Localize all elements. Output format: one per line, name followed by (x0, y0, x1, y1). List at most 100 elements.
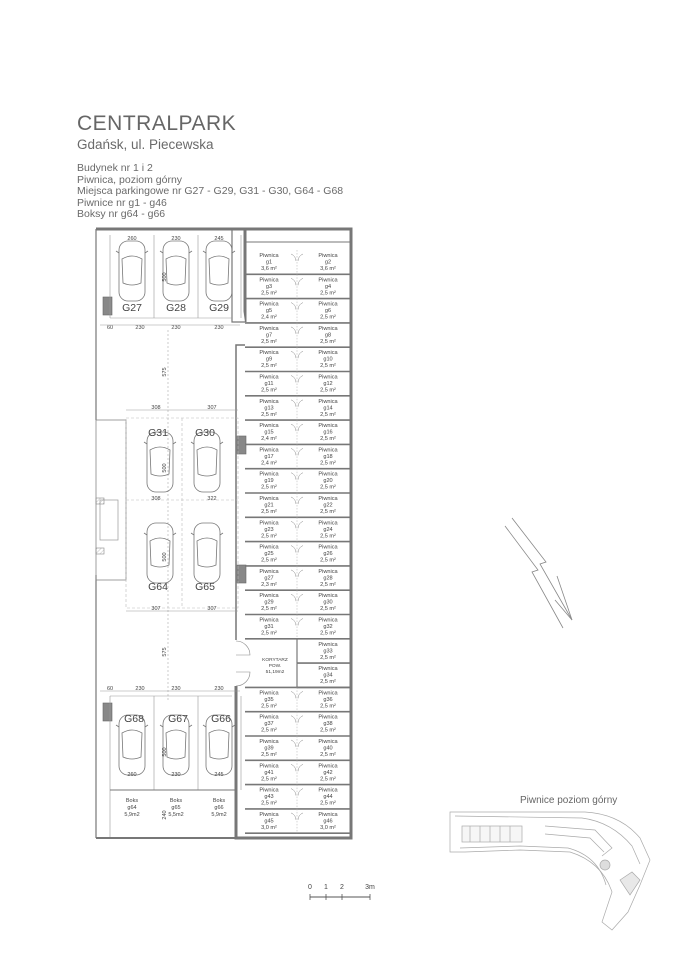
storage-id-g12: g12 (323, 381, 332, 387)
storage-id-g15: g15 (264, 430, 273, 436)
car-icon (190, 431, 224, 493)
car-mirror-right (144, 724, 149, 728)
storage-area: 3,6 m² (320, 266, 336, 272)
storage-area: 2,5 m² (320, 558, 336, 564)
dimension-label: 307 (207, 405, 216, 411)
box-id-g66: g66 (214, 805, 223, 811)
storage-id-g10: g10 (323, 357, 332, 363)
door-icon (290, 326, 297, 334)
storage-id-g2: g2 (325, 260, 331, 266)
car-body (205, 240, 233, 302)
car-body (146, 431, 174, 493)
storage-word: Piwnica (259, 690, 279, 696)
storage-id-g13: g13 (264, 405, 273, 411)
storage-area: 2,5 m² (320, 460, 336, 466)
key-plan-label: Piwnice poziom górny (520, 795, 617, 806)
dimension-label: 230 (214, 686, 223, 692)
storage-area: 2,5 m² (320, 776, 336, 782)
storage-area: 2,5 m² (320, 728, 336, 734)
door-icon (297, 423, 304, 432)
corridor-label: KORYTARZ (262, 657, 288, 663)
car-body (193, 522, 221, 584)
door-icon (297, 739, 304, 748)
scale-tick-2: 2 (340, 884, 344, 891)
storage-id-g30: g30 (323, 600, 332, 606)
storage-area: 2,5 m² (320, 703, 336, 709)
storage-id-g45: g45 (264, 818, 273, 824)
car-cabin (149, 537, 171, 568)
car-cabin (196, 537, 218, 568)
door-icon (290, 788, 297, 796)
storage-area: 2,4 m² (261, 460, 277, 466)
car-icon (202, 714, 236, 776)
car-icon (115, 240, 149, 302)
storage-area: 2,5 m² (261, 631, 277, 637)
wall-storage-inner (235, 344, 245, 640)
storage-id-g40: g40 (323, 746, 332, 752)
door-icon (290, 448, 297, 456)
door-icon (297, 764, 304, 772)
car-body (193, 431, 221, 493)
car-icon (159, 714, 193, 776)
door-icon (290, 764, 297, 772)
box-area: 5,9m2 (124, 812, 139, 818)
storage-word: Piwnica (259, 715, 279, 721)
storage-id-g14: g14 (323, 405, 332, 411)
storage-word: Piwnica (259, 763, 279, 769)
parking-label-G67: G67 (168, 713, 188, 725)
storage-word: Piwnica (318, 423, 338, 429)
storage-area: 3,0 m² (261, 825, 277, 831)
car-mirror-right (219, 441, 224, 445)
storage-id-g29: g29 (264, 600, 273, 606)
column-hatch-left (95, 497, 105, 505)
door-icon (297, 326, 304, 334)
storage-word: Piwnica (259, 520, 279, 526)
car-mirror-left (159, 250, 164, 254)
storage-id-g41: g41 (264, 770, 273, 776)
door-icon (297, 812, 304, 820)
door-icon (290, 423, 297, 432)
storage-word: Piwnica (318, 618, 338, 624)
door-icon (297, 496, 304, 505)
car-mirror-right (144, 250, 149, 254)
car-mirror-left (190, 532, 195, 536)
storage-id-g46: g46 (323, 818, 332, 824)
column-hatch-left-2 (95, 547, 105, 555)
storage-word: Piwnica (259, 447, 279, 453)
door-icon (297, 521, 304, 529)
storage-area: 2,5 m² (261, 388, 277, 394)
storage-area: 2,5 m² (261, 485, 277, 491)
storage-id-g25: g25 (264, 551, 273, 557)
parking-label-G29: G29 (209, 302, 229, 314)
parking-label-G66: G66 (211, 713, 231, 725)
storage-word: Piwnica (259, 326, 279, 332)
column-0 (102, 296, 113, 316)
door-icon (297, 691, 304, 699)
storage-area: 2,5 m² (261, 776, 277, 782)
door-icon (297, 788, 304, 796)
storage-id-g22: g22 (323, 503, 332, 509)
car-mirror-right (188, 250, 193, 254)
dimension-label: 260 (127, 772, 136, 778)
dimension-label: 240 (162, 810, 168, 819)
info-line-parking: Miejsca parkingowe nr G27 - G29, G31 - G… (77, 185, 344, 198)
door-icon (290, 496, 297, 505)
storage-area: 2,5 m² (261, 752, 277, 758)
box-area: 5,9m2 (211, 812, 226, 818)
storage-word: Piwnica (318, 666, 338, 672)
storage-word: Piwnica (318, 569, 338, 575)
parking-label-G65: G65 (195, 581, 215, 593)
door-icon (235, 640, 251, 656)
door-icon (297, 399, 304, 407)
storage-area: 2,5 m² (261, 558, 277, 564)
storage-id-g8: g8 (325, 332, 331, 338)
storage-area: 2,5 m² (320, 509, 336, 515)
dimension-label: 307 (151, 606, 160, 612)
car-mirror-left (202, 724, 207, 728)
dimension-label: 260 (127, 236, 136, 242)
car-mirror-left (202, 250, 207, 254)
storage-word: Piwnica (318, 496, 338, 502)
storage-word: Piwnica (318, 253, 338, 259)
storage-id-g23: g23 (264, 527, 273, 533)
storage-word: Piwnica (259, 399, 279, 405)
